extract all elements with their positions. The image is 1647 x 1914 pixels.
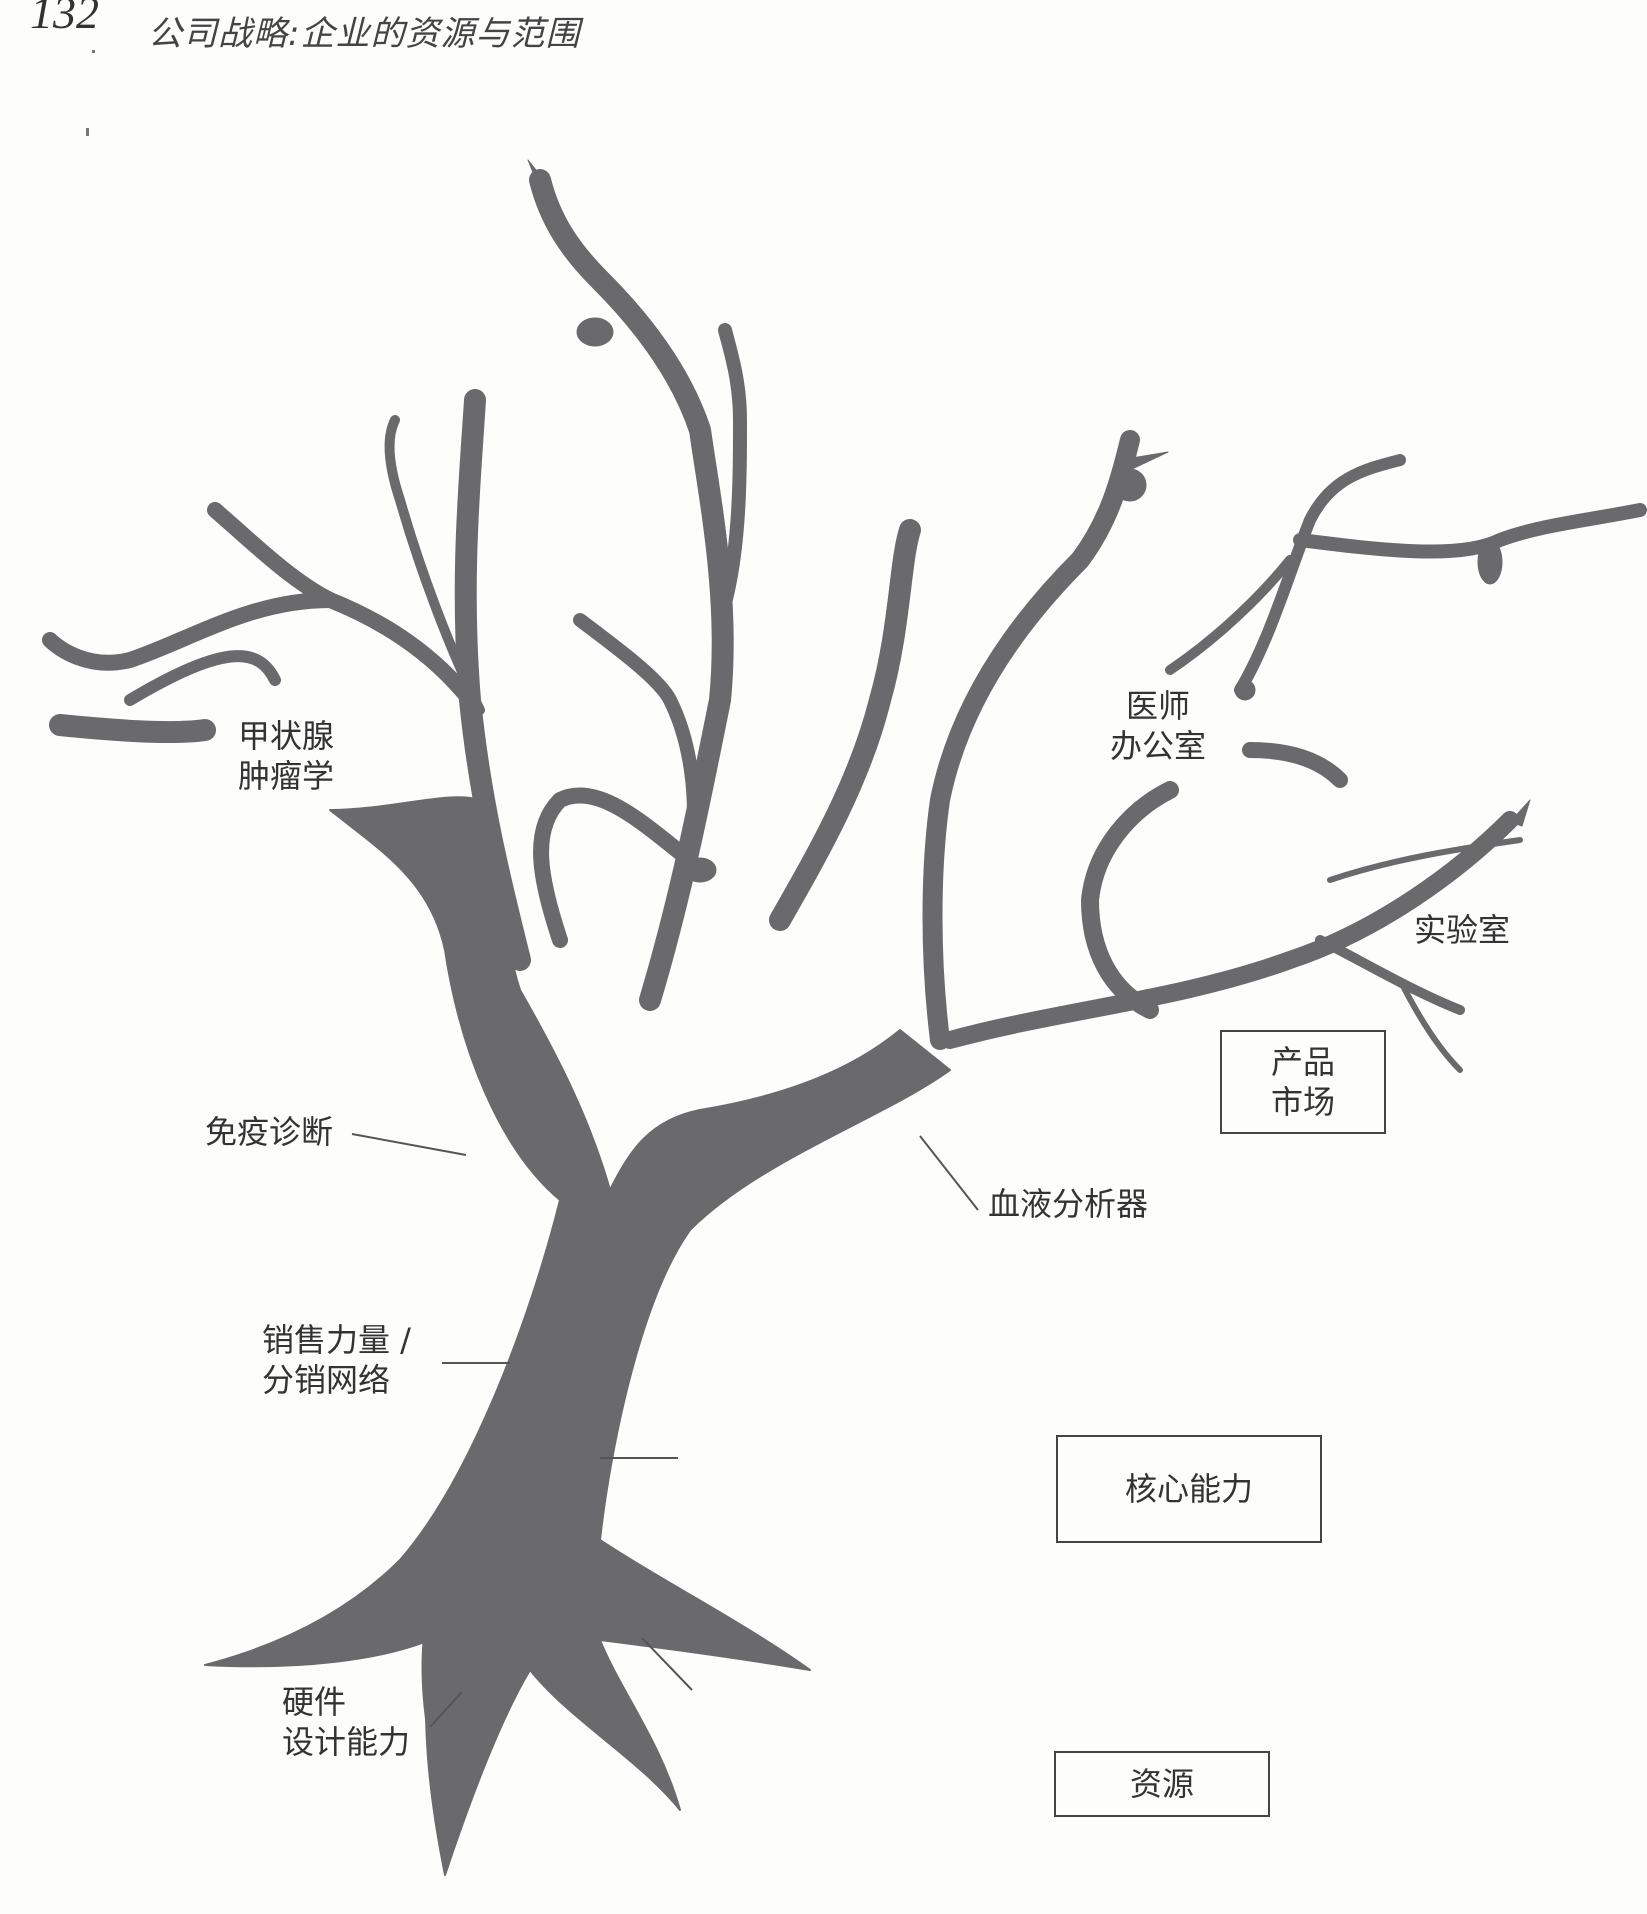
branch-right-lower-c [1327,837,1523,883]
leader-lines [351,1133,979,1728]
tree-shape [42,159,1647,1876]
branch-twig-curl [124,650,281,706]
tree-root [421,1559,521,1821]
branch-right-hook [1081,781,1179,1019]
branch-right-small [1242,742,1348,788]
branch-knob [576,317,614,347]
branch-right-lower [1315,935,1465,1015]
branch-top-right-twig [1165,555,1295,675]
leader-line-hardware [429,1691,463,1728]
leader-line-resources [641,1637,693,1691]
branch-right-lower-b [1397,977,1463,1073]
label-blood-analyzer: 血液分析器 [988,1185,1149,1223]
branch-far-left [42,592,338,671]
label-thyroid-oncology: 甲状腺 肿瘤学 [238,717,335,795]
legend-box-product-market: 产品 市场 [1220,1030,1386,1134]
margin-tick-mark [92,50,95,53]
branch-spike [1119,451,1169,471]
branch-inner-hook [533,787,698,948]
branch-right-tall [922,430,1140,1050]
branch-far-left-twig [49,714,216,744]
leader-line-blood-analyzer [919,1135,979,1211]
branch-tall-center [529,169,734,1011]
legend-box-resources: 资源 [1054,1751,1270,1817]
branch-top-right [1234,454,1406,696]
page-number: 132 [30,0,99,38]
branch-right-main [941,811,1519,1049]
label-hardware-design: 硬件 设计能力 [282,1683,411,1761]
branch-center-side [713,323,747,627]
label-physician-office: 医师 办公室 [1110,687,1207,765]
branch-top-right-long [1293,503,1647,559]
label-sales-force: 销售力量 / 分销网络 [262,1321,411,1399]
branch-knob [683,857,717,883]
branch-top-left [384,415,485,715]
branch-knob [1113,468,1147,502]
legend-box-core-competence: 核心能力 [1056,1435,1322,1543]
leader-line-immunodiagnostics [351,1133,467,1156]
label-immunodiagnostics: 免疫诊断 [205,1113,334,1151]
branch-spike [527,159,553,191]
branch-knob [1234,679,1256,701]
label-laboratory: 实验室 [1414,911,1511,949]
margin-tick-mark [86,128,89,136]
branch-center-right [769,519,921,931]
branch-spike [1509,799,1531,827]
branch-knob [1477,539,1503,585]
running-title: 公司战略:企业的资源与范围 [148,14,581,54]
